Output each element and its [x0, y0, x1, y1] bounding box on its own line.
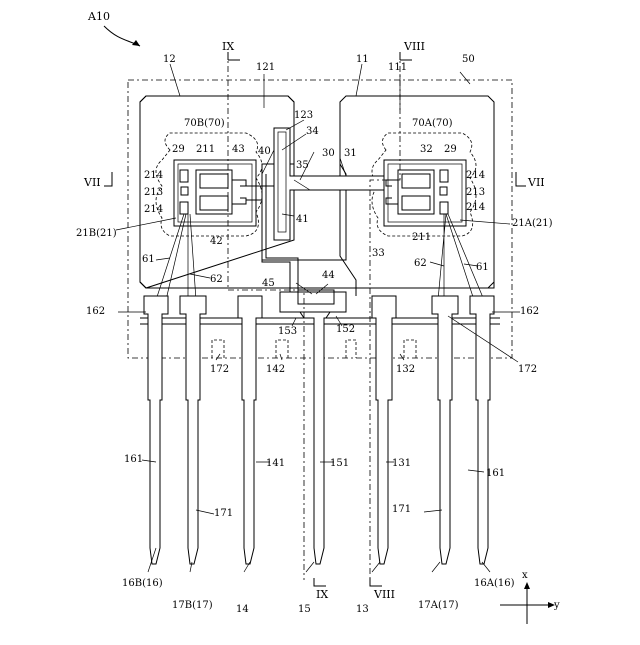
axes [500, 586, 552, 624]
label-29-right: 29 [444, 144, 457, 155]
label-32: 32 [420, 144, 433, 155]
lead-17B [180, 296, 206, 564]
label-211-right: 211 [412, 232, 431, 243]
label-15: 15 [298, 604, 311, 615]
lead-16B [144, 296, 168, 564]
label-14: 14 [236, 604, 249, 615]
label-61-right: 61 [476, 262, 489, 273]
label-62-left: 62 [210, 274, 223, 285]
label-214-c: 214 [466, 170, 485, 181]
label-142: 142 [266, 364, 285, 375]
label-123: 123 [294, 110, 313, 121]
figure-title: A10 [87, 10, 110, 23]
arrow-VII-left [104, 172, 112, 186]
label-162-right: 162 [520, 306, 539, 317]
label-17A: 17A(17) [418, 600, 459, 611]
label-214-d: 214 [466, 202, 485, 213]
label-162-left: 162 [86, 306, 105, 317]
label-151: 151 [330, 458, 349, 469]
label-213-right: 213 [466, 187, 485, 198]
label-13: 13 [356, 604, 369, 615]
label-141: 141 [266, 458, 285, 469]
lead-16A [470, 296, 494, 564]
label-33: 33 [372, 248, 385, 259]
label-213-left: 213 [144, 187, 163, 198]
label-43: 43 [232, 144, 245, 155]
label-131: 131 [392, 458, 411, 469]
lead-17A [432, 296, 458, 564]
label-21A: 21A(21) [512, 218, 553, 229]
lead-13 [372, 296, 396, 564]
lead-15 [300, 312, 330, 564]
pad-gap-right [340, 102, 356, 296]
label-44: 44 [322, 270, 335, 281]
label-VII-right: VII [527, 176, 545, 189]
wire-61-left [156, 214, 186, 300]
arrow-VIII-bottom [370, 578, 382, 586]
label-35: 35 [296, 160, 309, 171]
label-VII-left: VII [83, 176, 101, 189]
pad11-bottom [396, 282, 494, 288]
wire-62-left [188, 214, 196, 300]
label-16A: 16A(16) [474, 578, 515, 589]
label-171-right: 171 [392, 504, 411, 515]
label-IX-bottom: IX [316, 588, 328, 601]
bridge-44 [280, 292, 346, 312]
label-30: 30 [322, 148, 335, 159]
lead-14 [238, 296, 262, 564]
wire-62-right [438, 214, 446, 300]
label-161-left: 161 [124, 454, 143, 465]
label-121: 121 [256, 62, 275, 73]
label-70B: 70B(70) [184, 118, 225, 129]
label-172-right: 172 [518, 364, 537, 375]
label-132: 132 [396, 364, 415, 375]
label-161-right: 161 [486, 468, 505, 479]
arrow-VIII-top [400, 52, 412, 60]
label-42: 42 [210, 236, 223, 247]
label-16B: 16B(16) [122, 578, 163, 589]
label-211-left: 211 [196, 144, 215, 155]
label-34: 34 [306, 126, 319, 137]
wire-61-right [446, 214, 484, 300]
label-61-left: 61 [142, 254, 155, 265]
label-152: 152 [336, 324, 355, 335]
axis-y-label: y [553, 600, 560, 611]
label-153: 153 [278, 326, 297, 337]
label-45: 45 [262, 278, 275, 289]
label-29-left: 29 [172, 144, 185, 155]
label-12: 12 [163, 54, 176, 65]
label-VIII-bottom: VIII [373, 588, 395, 601]
label-40: 40 [258, 146, 271, 157]
label-214-b: 214 [144, 204, 163, 215]
label-111: 111 [388, 62, 407, 73]
label-62-right: 62 [414, 258, 427, 269]
label-17B: 17B(17) [172, 600, 213, 611]
label-214-a: 214 [144, 170, 163, 181]
arrow-VII-right [516, 172, 526, 186]
label-50: 50 [462, 54, 475, 65]
label-171-left: 171 [214, 508, 233, 519]
axis-x-label: x [522, 570, 528, 581]
arrow-IX-top [228, 52, 240, 60]
label-41: 41 [296, 214, 309, 225]
clip-30 [274, 128, 384, 240]
label-11: 11 [356, 54, 369, 65]
label-21B: 21B(21) [76, 228, 117, 239]
label-172-left: 172 [210, 364, 229, 375]
axis-x-arrowhead [524, 582, 530, 589]
label-IX-top: IX [222, 40, 234, 53]
arrow-IX-bottom [314, 578, 326, 586]
label-VIII-top: VIII [403, 40, 425, 53]
label-70A: 70A(70) [412, 118, 453, 129]
label-31: 31 [344, 148, 357, 159]
